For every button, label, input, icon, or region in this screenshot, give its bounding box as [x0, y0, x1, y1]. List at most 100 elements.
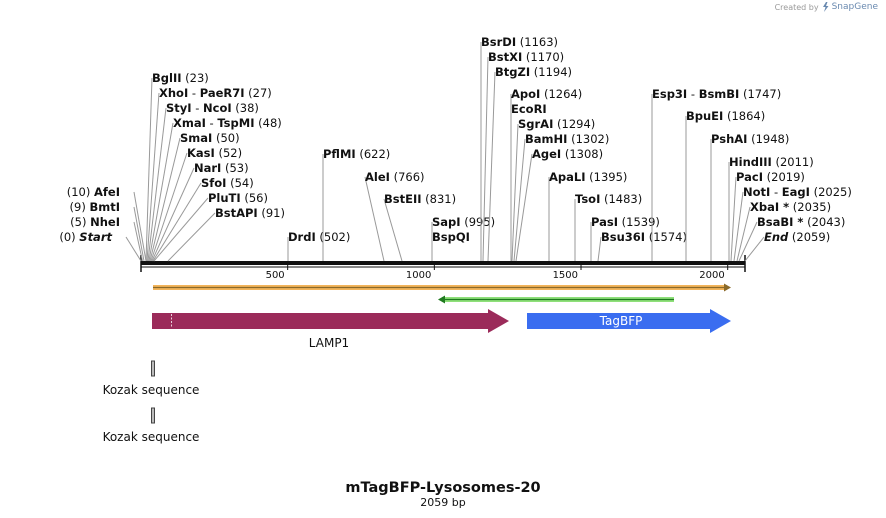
site-nari[interactable]: NarI (53) — [151, 161, 249, 262]
site-label: BsaBI * (2043) — [757, 215, 845, 229]
site-pasi[interactable]: PasI (1539) — [590, 215, 660, 261]
site-bstapi[interactable]: BstAPI (91) — [167, 206, 285, 262]
site-leader — [515, 153, 533, 262]
site-label: NarI (53) — [194, 161, 249, 175]
site-bspqi[interactable]: BspQI — [431, 230, 470, 261]
site-leader — [744, 236, 765, 262]
site-label: AleI (766) — [365, 170, 425, 184]
site-sgrai[interactable]: SgrAI (1294) — [511, 117, 595, 262]
site-bsu36i[interactable]: Bsu36I (1574) — [597, 230, 687, 262]
site-noti[interactable]: NotI - EagI (2025) — [733, 185, 852, 262]
lamp1-feature-arrow[interactable] — [152, 309, 509, 333]
site-styi[interactable]: StyI - NcoI (38) — [147, 101, 259, 262]
site-leader — [733, 191, 744, 262]
site-leader — [149, 137, 181, 262]
tagbfp-feature-arrow[interactable] — [527, 309, 731, 333]
site-agei[interactable]: AgeI (1308) — [515, 147, 603, 262]
site-label: BpuEI (1864) — [686, 109, 765, 123]
site-bsteii[interactable]: BstEII (831) — [383, 192, 456, 262]
site-label: ApaLI (1395) — [549, 170, 627, 184]
site-label: Bsu36I (1574) — [601, 230, 687, 244]
features: LAMP1 TagBFP — [152, 309, 731, 350]
site-label: PflMI (622) — [323, 147, 390, 161]
site-leader — [482, 56, 489, 262]
site-label: EcoRI — [511, 102, 547, 116]
restriction-sites: (0) Start(5) NheI(9) BmtI(10) AfeI BglII … — [59, 35, 852, 262]
site-label: DrdI (502) — [288, 230, 350, 244]
site-label: SfoI (54) — [201, 176, 254, 190]
site-leader — [148, 122, 174, 262]
site-label: HindIII (2011) — [729, 155, 814, 169]
site-leader — [597, 236, 602, 262]
site-bmti[interactable]: (9) BmtI — [70, 200, 145, 262]
kozak-feature-1[interactable] — [151, 360, 155, 377]
site-label: SapI (995) — [432, 215, 495, 229]
site-xmai[interactable]: XmaI - TspMI (48) — [148, 116, 282, 262]
site-label: End (2059) — [764, 230, 830, 244]
site-xbai[interactable]: XbaI * (2035) — [736, 200, 831, 262]
orf-track — [153, 283, 731, 304]
site-leader — [487, 71, 496, 262]
sequence-length: 2059 bp — [420, 496, 465, 509]
sequence-backbone — [141, 261, 745, 265]
site-end[interactable]: End (2059) — [744, 230, 830, 262]
site-drdi[interactable]: DrdI (502) — [287, 230, 350, 261]
site-esp3i[interactable]: Esp3I - BsmBI (1747) — [651, 87, 781, 261]
site-leader — [151, 167, 195, 262]
site-pluti[interactable]: PluTI (56) — [153, 191, 268, 262]
site-label: BstAPI (91) — [215, 206, 285, 220]
kozak-label-1: Kozak sequence — [103, 383, 200, 397]
site-label: PshAI (1948) — [711, 132, 789, 146]
site-leader — [150, 152, 188, 262]
site-label: BtgZI (1194) — [495, 65, 572, 79]
credit-brand: SnapGene — [831, 2, 878, 12]
site-leader — [133, 191, 147, 262]
site-label: (10) AfeI — [67, 185, 120, 199]
site-label: BstXI (1170) — [488, 50, 564, 64]
site-hindiii[interactable]: HindIII (2011) — [728, 155, 814, 261]
site-sfoi[interactable]: SfoI (54) — [152, 176, 254, 262]
site-label: Esp3I - BsmBI (1747) — [652, 87, 781, 101]
site-leader — [153, 197, 209, 262]
site-label: KasI (52) — [187, 146, 242, 160]
site-leader — [167, 212, 216, 262]
tagbfp-label: TagBFP — [599, 314, 643, 328]
snapgene-credit: Created by SnapGene — [775, 2, 878, 12]
kozak-label-2: Kozak sequence — [103, 430, 200, 444]
site-apali[interactable]: ApaLI (1395) — [548, 170, 627, 261]
site-alei[interactable]: AleI (766) — [364, 170, 425, 262]
site-btgzi[interactable]: BtgZI (1194) — [487, 65, 572, 262]
site-ecori[interactable]: EcoRI — [510, 102, 547, 261]
site-bpuei[interactable]: BpuEI (1864) — [685, 109, 765, 261]
site-xhoi[interactable]: XhoI - PaeR7I (27) — [146, 86, 272, 262]
site-leader — [146, 92, 160, 262]
site-label: PluTI (56) — [208, 191, 268, 205]
site-leader — [730, 176, 737, 262]
site-label: SgrAI (1294) — [518, 117, 595, 131]
site-label: BstEII (831) — [384, 192, 456, 206]
site-bamhi[interactable]: BamHI (1302) — [513, 132, 609, 262]
site-kasi[interactable]: KasI (52) — [150, 146, 242, 262]
site-label: (0) Start — [59, 230, 112, 244]
orf-forward-arrowhead — [724, 283, 731, 292]
site-smai[interactable]: SmaI (50) — [149, 131, 240, 262]
site-bglii[interactable]: BglII (23) — [145, 71, 209, 262]
site-sapi[interactable]: SapI (995) — [431, 215, 495, 261]
site-bstxi[interactable]: BstXI (1170) — [482, 50, 564, 262]
site-tsoi[interactable]: TsoI (1483) — [574, 192, 642, 261]
site-pshai[interactable]: PshAI (1948) — [710, 132, 789, 261]
site-afei[interactable]: (10) AfeI — [67, 185, 147, 262]
site-label: TsoI (1483) — [575, 192, 642, 206]
tick-label: 1000 — [406, 270, 431, 281]
site-leader — [152, 182, 202, 262]
site-paci[interactable]: PacI (2019) — [730, 170, 805, 262]
kozak-feature-2[interactable] — [151, 407, 155, 424]
lamp1-label: LAMP1 — [309, 336, 349, 350]
site-bsrdi[interactable]: BsrDI (1163) — [480, 35, 558, 261]
site-pflmi[interactable]: PflMI (622) — [322, 147, 390, 261]
site-start[interactable]: (0) Start — [59, 230, 142, 262]
site-nhei[interactable]: (5) NheI — [70, 215, 143, 262]
site-bsabi[interactable]: BsaBI * (2043) — [738, 215, 845, 262]
site-label: PasI (1539) — [591, 215, 660, 229]
